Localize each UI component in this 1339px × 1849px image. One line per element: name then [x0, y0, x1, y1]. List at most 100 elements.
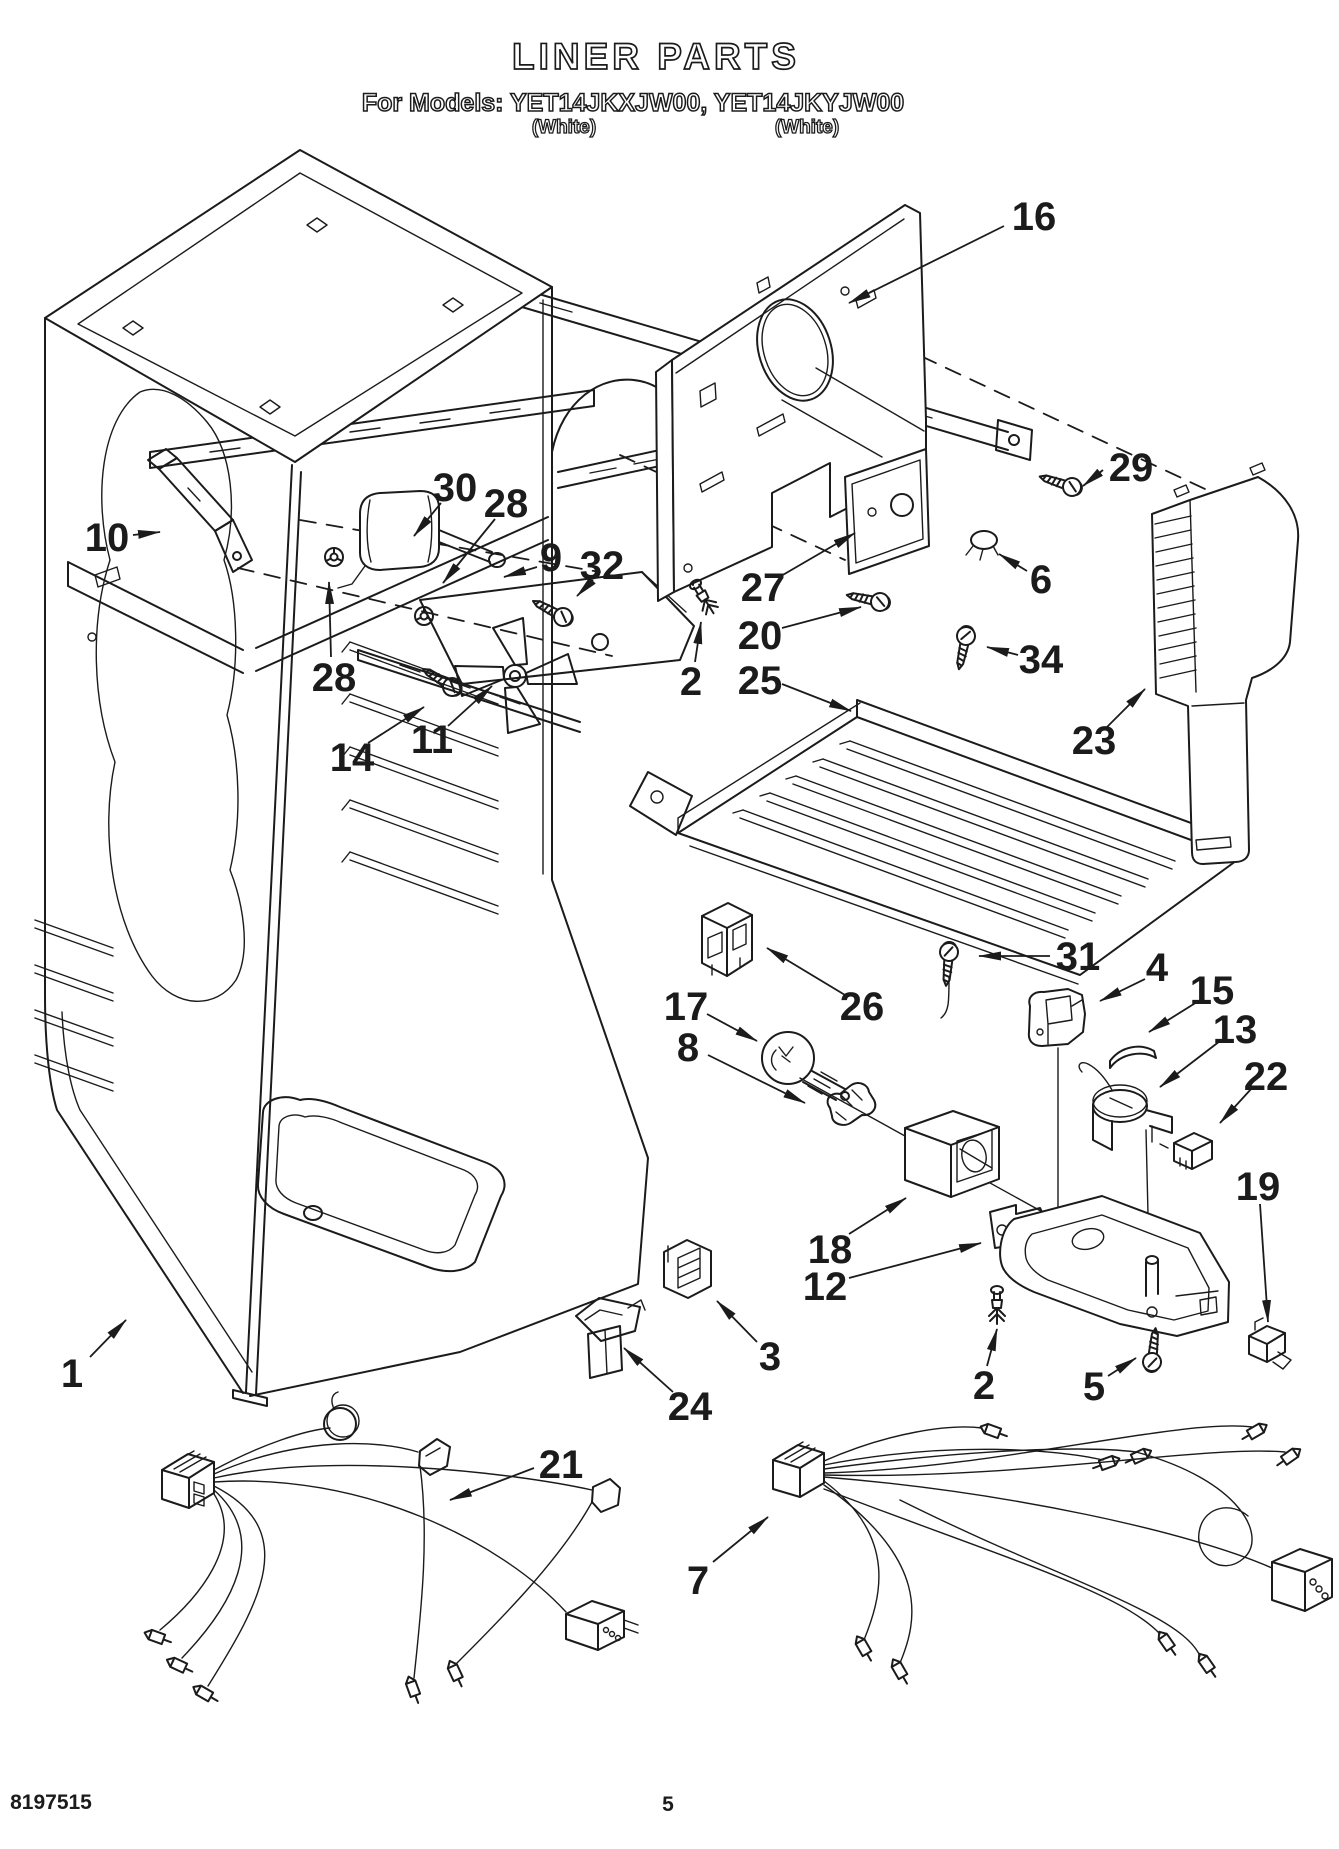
screw-29-icon — [1035, 466, 1086, 500]
callout-label: 7 — [687, 1559, 709, 1603]
fasteners-upper — [685, 466, 1086, 673]
callout-12: 12 — [803, 1242, 982, 1309]
callout-label: 15 — [1190, 969, 1235, 1013]
callout-31: 31 — [978, 935, 1101, 979]
callout-label: 19 — [1236, 1165, 1281, 1209]
callout-6: 6 — [998, 553, 1052, 602]
callout-20: 20 — [738, 606, 862, 658]
callout-21: 21 — [449, 1443, 583, 1501]
crisper-recess — [256, 1096, 506, 1273]
callout-19: 19 — [1236, 1165, 1281, 1323]
callout-leader-arrow — [1148, 1001, 1198, 1033]
callout-leader-arrow — [325, 581, 335, 658]
callout-leader-arrow — [1106, 688, 1146, 728]
callout-label: 4 — [1146, 946, 1169, 990]
callout-label: 27 — [741, 566, 786, 610]
callout-leader-arrow — [449, 1467, 535, 1501]
callout-28: 28 — [312, 581, 357, 700]
callout-label: 32 — [580, 544, 625, 588]
callout-leader-arrow — [716, 1300, 758, 1343]
callout-leader-arrow — [780, 532, 856, 577]
callout-leader-arrow — [132, 529, 161, 539]
push-pin-2-icon — [988, 1285, 1006, 1325]
callout-leader-arrow — [848, 225, 1005, 304]
callout-label: 12 — [803, 1265, 848, 1309]
callout-leader-arrow — [693, 621, 703, 663]
callout-label: 2 — [680, 660, 702, 704]
callout-32: 32 — [576, 544, 625, 597]
door-switch-22 — [1159, 1132, 1213, 1170]
callout-label: 17 — [664, 985, 709, 1029]
callout-24: 24 — [623, 1347, 713, 1429]
callout-label: 20 — [738, 614, 783, 658]
callout-leader-arrow — [1159, 1040, 1221, 1088]
callout-27: 27 — [741, 532, 856, 610]
callout-label: 22 — [1244, 1055, 1289, 1099]
callout-4: 4 — [1099, 946, 1169, 1002]
defrost-timer-4 — [1027, 988, 1086, 1047]
document-number: 8197515 — [10, 1791, 92, 1814]
clip-24 — [575, 1297, 646, 1379]
callout-leader-arrow — [707, 1054, 806, 1104]
fan-bracket-9 — [419, 571, 695, 685]
callout-1: 1 — [61, 1319, 127, 1396]
callout-label: 31 — [1056, 935, 1101, 979]
callout-label: 28 — [312, 656, 357, 700]
callout-leader-arrow — [367, 706, 425, 744]
callout-label: 28 — [484, 482, 529, 526]
callout-leader-arrow — [766, 947, 846, 996]
callout-label: 24 — [668, 1385, 713, 1429]
fan-motor-30 — [337, 490, 506, 589]
callout-15: 15 — [1148, 969, 1235, 1033]
callout-5: 5 — [1083, 1357, 1137, 1409]
callout-leader-arrow — [1099, 978, 1146, 1002]
wire-harness-7 — [772, 1419, 1333, 1688]
callout-label: 13 — [1213, 1008, 1258, 1052]
callout-16: 16 — [848, 195, 1056, 304]
callout-18: 18 — [808, 1197, 907, 1272]
callout-label: 11 — [411, 718, 453, 762]
callout-leader-arrow — [623, 1347, 674, 1393]
callout-label: 26 — [840, 985, 885, 1029]
callout-leader-arrow — [998, 553, 1028, 572]
callout-leader-arrow — [1219, 1087, 1253, 1124]
grommet-28-icon — [414, 606, 434, 626]
callout-label: 14 — [330, 736, 375, 780]
callout-label: 9 — [540, 536, 562, 580]
callout-34: 34 — [986, 638, 1064, 682]
screw-34-icon — [949, 623, 978, 673]
shelf-bracket-10 — [147, 448, 253, 573]
callout-label: 29 — [1109, 446, 1154, 490]
callout-label: 5 — [1083, 1365, 1105, 1409]
callout-14: 14 — [330, 706, 425, 780]
air-duct-23 — [1151, 462, 1300, 865]
callout-leader-arrow — [712, 1516, 769, 1563]
callout-leader-arrow — [442, 518, 496, 584]
callout-label: 10 — [85, 516, 130, 560]
callout-25: 25 — [738, 659, 852, 712]
wire-harness-21 — [141, 1391, 639, 1707]
callout-30: 30 — [413, 466, 477, 537]
callout-13: 13 — [1159, 1008, 1258, 1088]
text-layer: LINER PARTS For Models: YET14JKXJW00, YE… — [10, 35, 905, 1816]
callout-leader-arrow — [986, 1328, 998, 1367]
lamp-housing-18 — [904, 1110, 1000, 1198]
callout-label: 8 — [677, 1026, 699, 1070]
callout-label: 25 — [738, 659, 783, 703]
callout-label: 18 — [808, 1228, 853, 1272]
page-number: 5 — [662, 1793, 674, 1816]
callout-leader-arrow — [1082, 468, 1104, 487]
callout-leader-arrow — [576, 577, 596, 597]
refrigerator-liner-1 — [34, 149, 694, 1407]
callout-2: 2 — [973, 1328, 998, 1408]
clip-3 — [663, 1239, 712, 1299]
model1-color-note: (White) — [532, 117, 596, 138]
callout-leader-arrow — [89, 1319, 127, 1358]
control-parts — [701, 902, 1292, 1370]
callout-leader-arrow — [781, 683, 852, 712]
screw-31-icon — [936, 940, 960, 988]
support-clip-19 — [1248, 1317, 1292, 1370]
